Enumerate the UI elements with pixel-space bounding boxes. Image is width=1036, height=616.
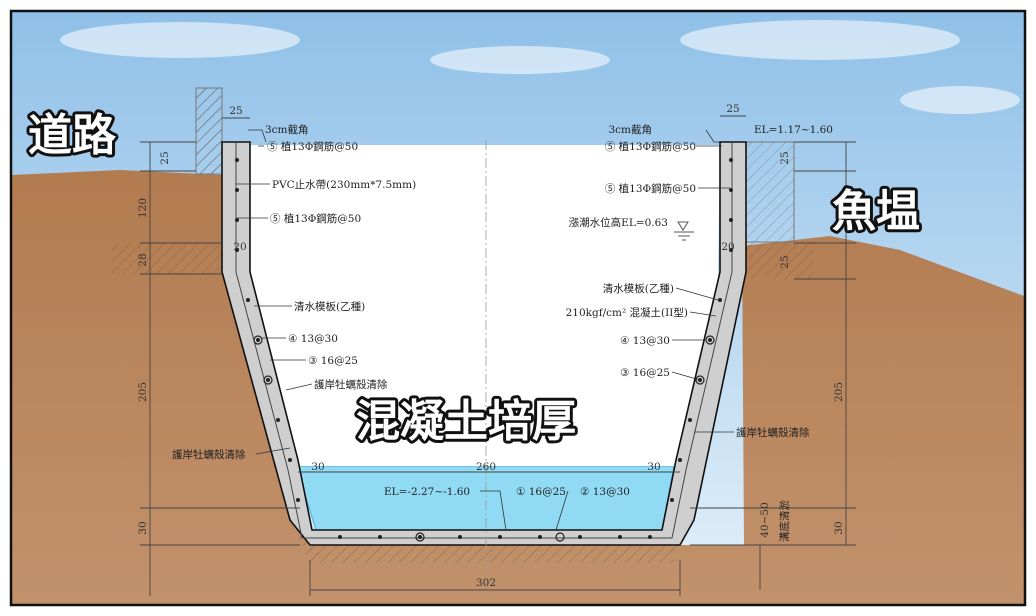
dim-right-25b: 25: [779, 255, 791, 268]
dimension-lines: [140, 115, 856, 596]
dim-bottom-30-left: 30: [311, 461, 324, 473]
dim-top-left: 25: [229, 105, 242, 117]
fish-pond-label: 魚塭: [832, 186, 920, 237]
rebar-left-mid-label: ⑤ 植13Φ鋼筋@50: [270, 212, 361, 225]
bar4-left-label: ④ 13@30: [288, 333, 338, 345]
dim-wall-right-20: 20: [721, 241, 734, 253]
rebar-left-top-label: ⑤ 植13Φ鋼筋@50: [267, 140, 358, 153]
dim-left-120: 120: [137, 198, 149, 218]
dim-left-25: 25: [159, 151, 171, 164]
frame-border: [9, 9, 1027, 607]
bottom-soil-hatch: [306, 545, 674, 563]
waterstop-label: PVC止水帶(230mm*7.5mm): [272, 179, 416, 191]
bar4-right-label: ④ 13@30: [620, 335, 670, 347]
dim-right-30: 30: [833, 521, 845, 534]
concrete-label: 混凝土培厚: [356, 396, 576, 447]
bar3-right-label: ③ 16@25: [620, 367, 670, 379]
tide-level-label: 漲潮水位高EL=0.63: [569, 216, 668, 229]
chamfer-right-label: 3cm截角: [608, 123, 652, 136]
clean-right-label: 護岸牡蠣殼清除: [736, 426, 810, 439]
road-label: 道路: [28, 110, 117, 161]
dim-top-right: 25: [726, 103, 739, 115]
tide-marker: [674, 221, 694, 241]
el-top-right-label: EL=1.17~1.60: [754, 124, 833, 136]
rebar-dots: [235, 158, 733, 539]
bar2-label: ② 13@30: [580, 486, 630, 498]
concrete-spec-label: 210kgf/cm² 混凝土(II型): [566, 306, 688, 319]
channel-interior: [248, 145, 720, 466]
rebar-rings: [253, 335, 715, 542]
dim-left-30: 30: [137, 521, 149, 534]
rebar-right-top-label: ⑤ 植13Φ鋼筋@50: [605, 140, 696, 153]
dim-right-205: 205: [833, 382, 845, 402]
rebar-right-mid-label: ⑤ 植13Φ鋼筋@50: [605, 182, 696, 195]
right-base-hatch: [744, 243, 814, 279]
left-base-hatch: [112, 243, 222, 273]
chamfer-left-label: 3cm截角: [265, 123, 309, 136]
dim-bottom-260: 260: [476, 461, 496, 473]
dim-left-28: 28: [137, 253, 149, 266]
bar3-left-label: ③ 16@25: [308, 355, 358, 367]
leader-lines: [236, 129, 734, 531]
formwork-right-label: 清水模板(乙種): [603, 282, 674, 295]
dredge-label: 溝底清淤: [778, 500, 791, 542]
clean-left-inner-label: 護岸牡蠣殼清除: [314, 378, 388, 391]
road-curb-hatch: [195, 87, 223, 175]
pond-wall-hatch: [743, 141, 795, 243]
clean-left-outer-label: 護岸牡蠣殼清除: [172, 448, 246, 461]
clouds: [60, 20, 1020, 114]
water: [295, 465, 675, 531]
formwork-left-label: 清水模板(乙種): [294, 300, 365, 313]
dim-bottom-302: 302: [476, 577, 496, 589]
dim-wall-left-20: 20: [233, 241, 246, 253]
dim-dredge-depth: 40~50: [759, 502, 771, 538]
bar1-label: ① 16@25: [516, 486, 566, 498]
dim-right-25a: 25: [779, 151, 791, 164]
el-bottom-label: EL=-2.27~-1.60: [384, 486, 470, 498]
dim-left-205: 205: [137, 382, 149, 402]
dim-bottom-30-right: 30: [647, 461, 660, 473]
rebar-line: [235, 142, 733, 539]
